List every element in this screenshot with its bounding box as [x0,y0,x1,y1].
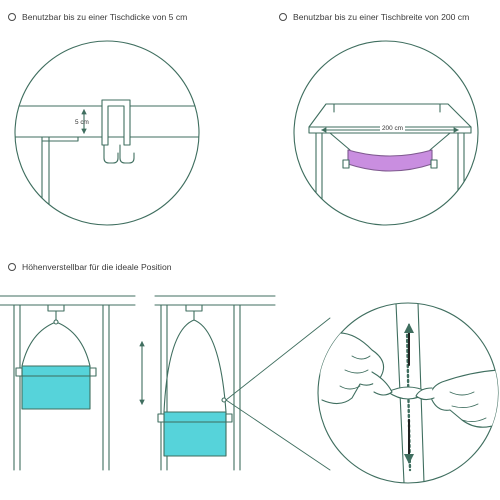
bag-strap-long [163,319,227,413]
strap-buckle [221,397,227,403]
feature-table-thickness: Benutzbar bis zu einer Tischdicke von 5 … [8,12,187,22]
hammock-clip [342,159,350,169]
bag [21,365,91,410]
feature-table-width: Benutzbar bis zu einer Tischbreite von 2… [279,12,469,22]
table-a-leg [13,304,21,471]
hook-clamp [101,99,131,146]
bag-strap [21,321,91,367]
bullet-icon [8,263,16,271]
detail-circle [293,40,479,226]
thumb-right [415,387,435,401]
strap-buckle [53,319,59,325]
feature-label: Benutzbar bis zu einer Tischbreite von 2… [293,12,470,22]
feature-label: Benutzbar bis zu einer Tischdicke von 5 … [22,12,188,22]
hand-left [318,332,385,405]
bag [163,411,227,457]
thickness-label: 5 cm [75,119,89,126]
feature-label: Höhenverstellbar für die ideale Position [22,262,172,272]
feature-height-adjustable: Höhenverstellbar für die ideale Position [8,262,172,272]
thickness-detail [14,40,200,226]
table-leg-right [457,132,465,221]
bag-clip [225,413,233,423]
detail-circle [14,40,200,226]
table-b-top [154,295,276,306]
buckle-detail [317,302,499,484]
width-detail [293,40,479,226]
hook-right [119,144,135,164]
tabletop-edge [308,126,472,134]
bullet-icon [8,13,16,21]
hammock-clip [430,159,438,169]
bullet-icon [279,13,287,21]
table-a-top [0,295,136,306]
finger-lines [339,355,371,390]
hammock [347,149,433,172]
hand-right [430,369,498,428]
tabletop [308,103,472,128]
hammock-straps [329,132,451,151]
zoom-lines [225,317,331,471]
table-a-leg [102,304,110,471]
hook-left [103,144,119,164]
thumb-left [371,371,393,396]
bag-clip [15,367,23,377]
table-frame [41,136,79,142]
hook-clamp [185,304,203,312]
hook-clamp [47,304,65,312]
table-leg-back [333,103,441,113]
height-adjust-illustration [0,295,331,471]
table-leg [41,136,50,209]
bag-clip [89,367,97,377]
table-leg-left [315,132,323,221]
width-label: 200 cm [380,125,405,132]
table-b-leg [233,304,241,471]
bag-clip [157,413,165,423]
finger-lines [449,391,487,423]
